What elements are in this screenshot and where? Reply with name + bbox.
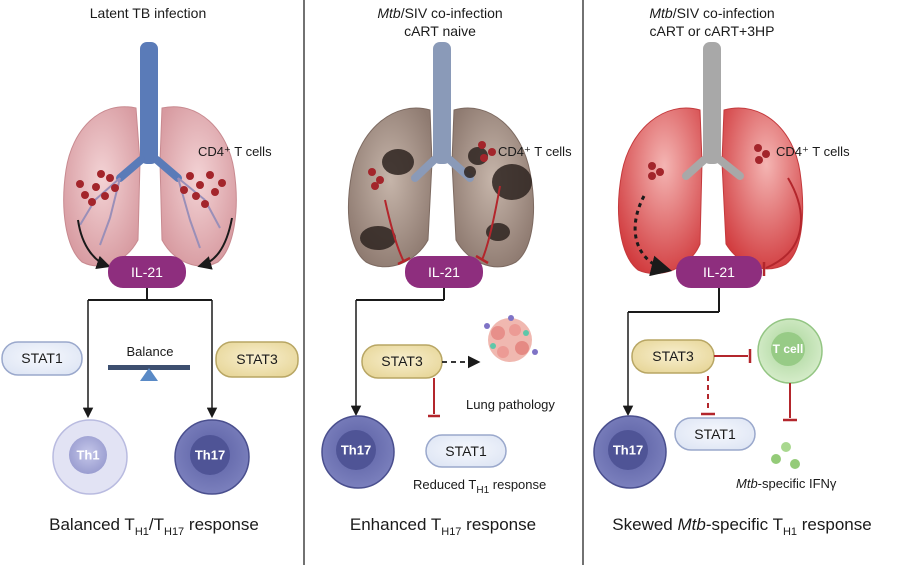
stat3-label: STAT3: [652, 348, 694, 364]
panel-footer: Enhanced TH17 response: [350, 515, 536, 538]
panel-header: Latent TB infection: [90, 5, 206, 21]
il21-label: IL-21: [428, 264, 460, 280]
il21-label: IL-21: [131, 264, 163, 280]
stat3-label: STAT3: [381, 353, 423, 369]
panel-header: Mtb/SIV co-infection: [377, 5, 502, 21]
stat3-box: [215, 341, 299, 378]
lung-label: CD4⁺ T cells: [498, 144, 572, 159]
panel-footer: Skewed Mtb-specific TH1 response: [612, 515, 871, 538]
ifn-gamma-molecules: [771, 442, 800, 469]
trachea: [140, 42, 158, 164]
panel-cart: Mtb/SIV co-infection cART or cART+3HP CD…: [593, 5, 872, 538]
panel-footer: Balanced TH1/TH17 response: [49, 515, 259, 538]
th17-label: Th17: [195, 448, 225, 463]
lungs-illustration: [63, 42, 237, 267]
ifn-label: Mtb-specific IFNγ: [736, 476, 837, 491]
lungs-illustration: [618, 42, 804, 274]
panel-header-sub: cART or cART+3HP: [650, 23, 775, 39]
lungs-illustration: [347, 42, 535, 268]
stat1-box: [425, 434, 507, 468]
stat3-label: STAT3: [236, 351, 278, 367]
panel-cart-naive: Mtb/SIV co-infection cART naive CD4⁺ T c…: [321, 5, 572, 538]
stat1-label: STAT1: [21, 350, 63, 366]
trachea: [703, 42, 721, 164]
panel-header: Mtb/SIV co-infection: [649, 5, 774, 21]
il21-box: [108, 256, 186, 288]
stat1-box: [674, 417, 756, 451]
balance-scale: Balance: [108, 344, 190, 381]
panel-header-sub: cART naive: [404, 23, 476, 39]
il21-box: [676, 256, 762, 288]
stat1-label: STAT1: [694, 426, 736, 442]
balance-label: Balance: [127, 344, 174, 359]
th1-label: Th1: [76, 448, 99, 463]
th17-label: Th17: [341, 443, 371, 458]
lung-label: CD4⁺ T cells: [198, 144, 272, 159]
lung-label: CD4⁺ T cells: [776, 144, 850, 159]
pathology-label: Lung pathology: [466, 397, 555, 412]
th17-label: Th17: [613, 443, 643, 458]
lung-pathology-icon: [484, 315, 538, 362]
panel-latent-tb: Latent TB infection CD4⁺ T cells IL-21: [1, 5, 299, 538]
stat1-box: [1, 341, 83, 376]
reduced-th1-label: Reduced TH1 response: [413, 477, 546, 496]
trachea: [433, 42, 451, 164]
il21-box: [405, 256, 483, 288]
stat1-label: STAT1: [445, 443, 487, 459]
il21-label: IL-21: [703, 264, 735, 280]
t-cell-label: T cell: [773, 342, 804, 356]
